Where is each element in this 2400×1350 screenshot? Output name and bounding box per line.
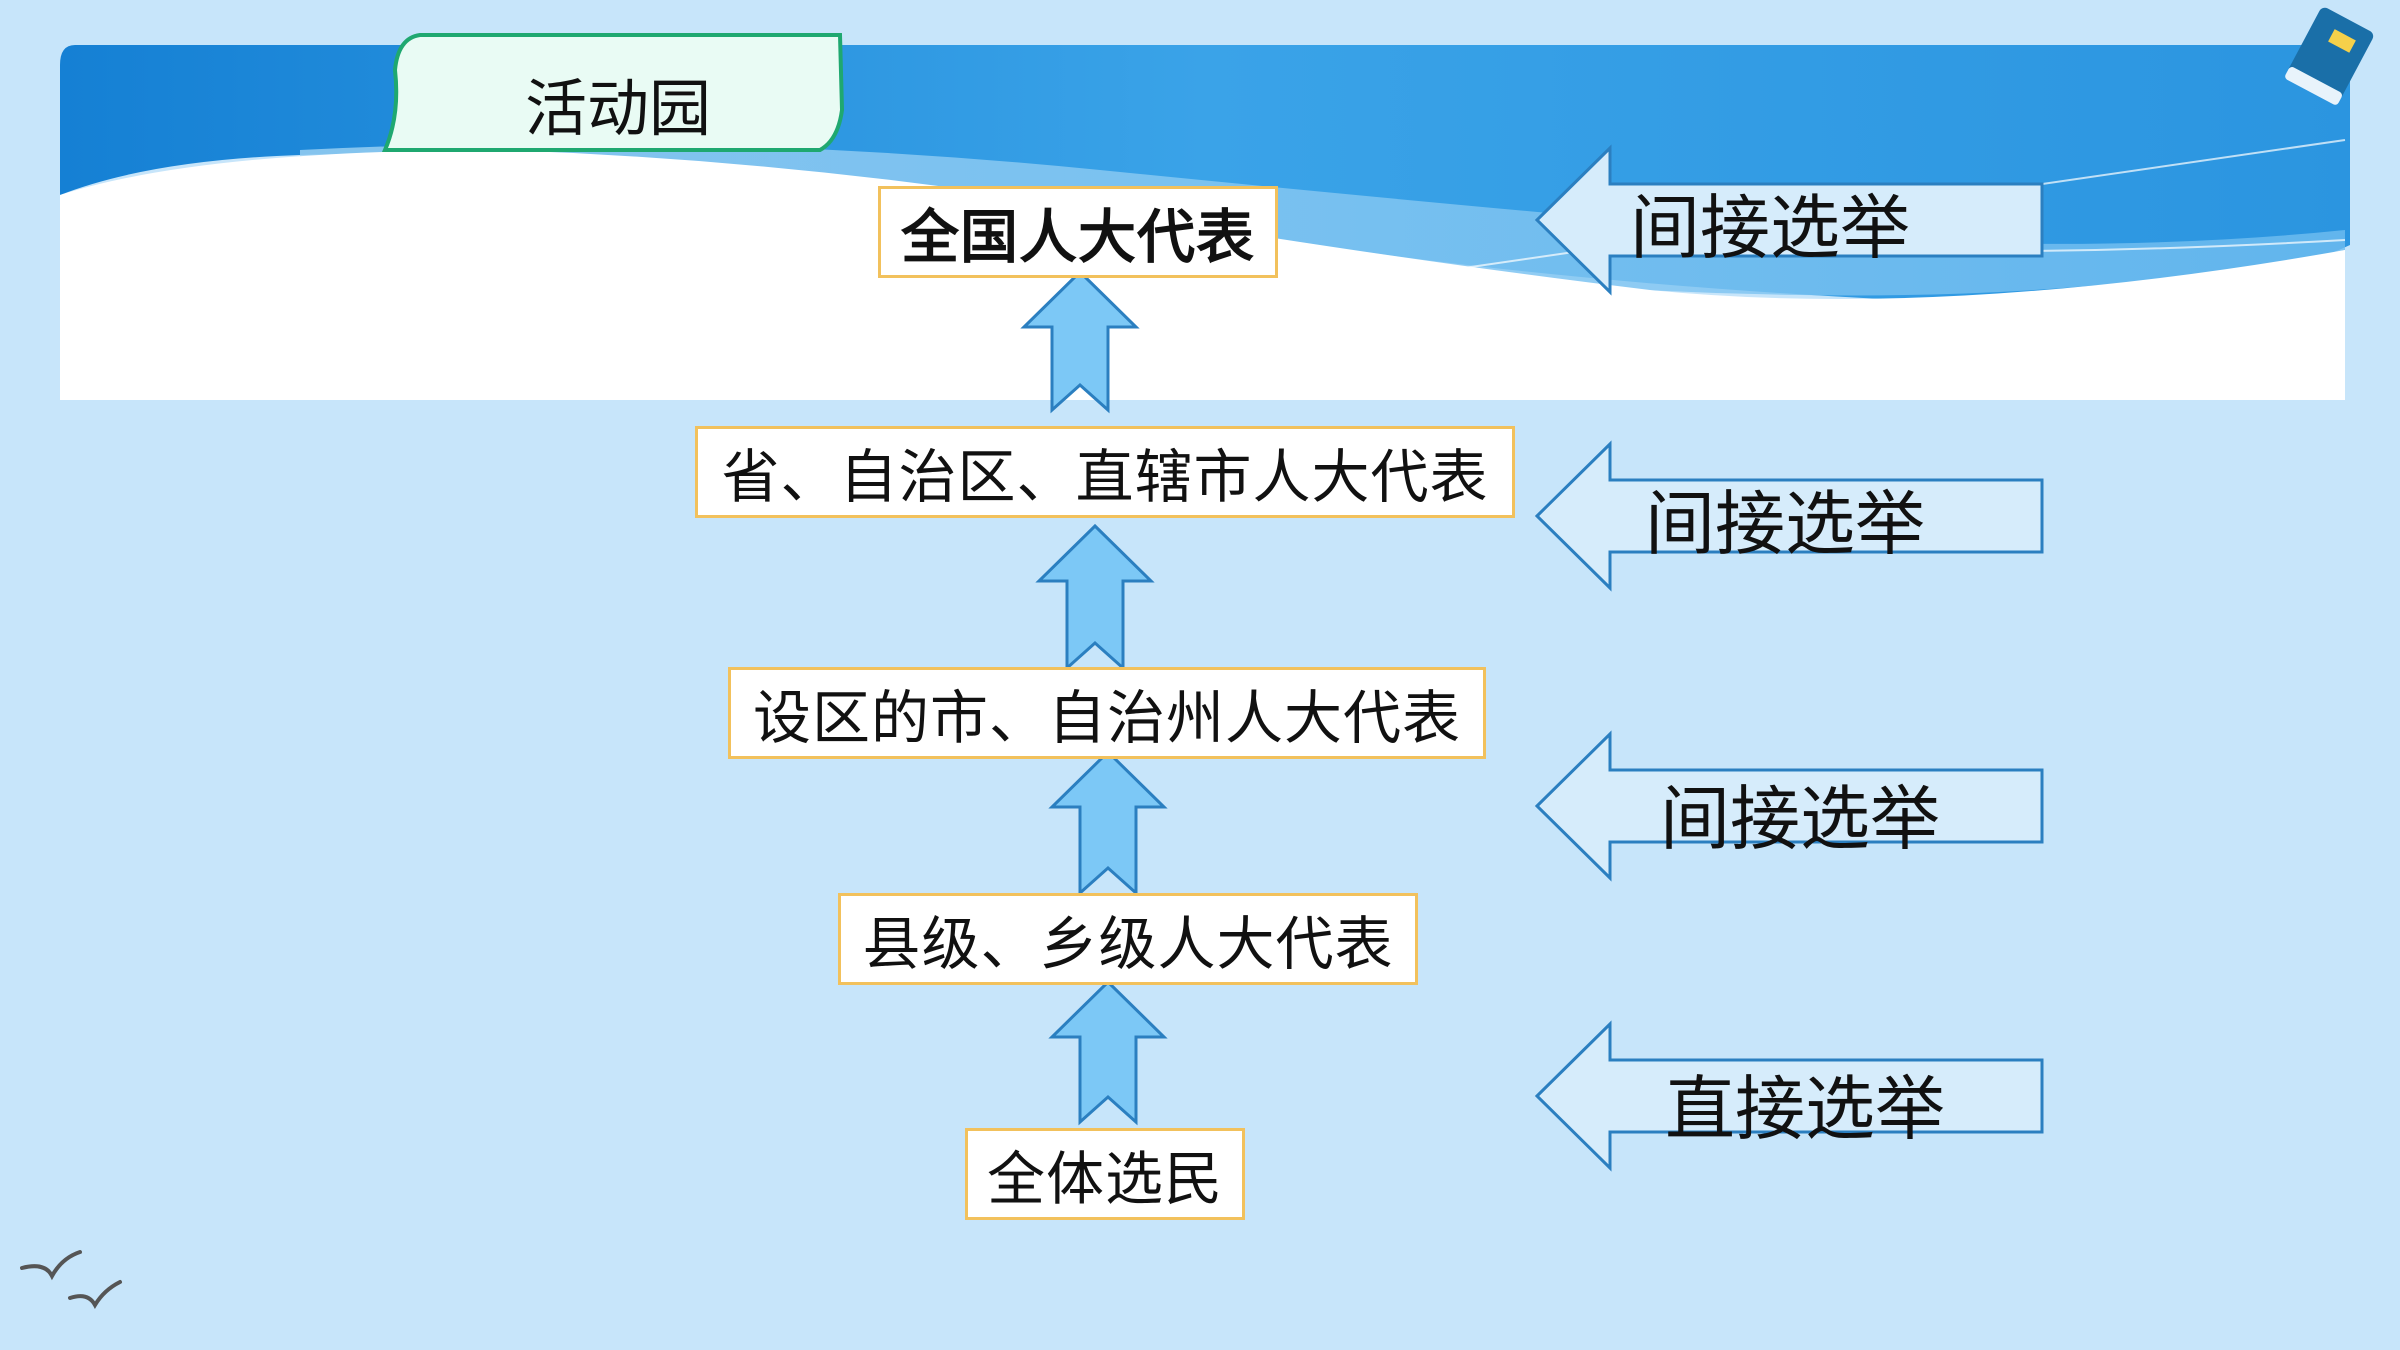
election-label-2: 间接选举: [1645, 483, 1925, 565]
up-arrow-1: [1020, 269, 1140, 414]
level-box-national: 全国人大代表: [878, 186, 1278, 278]
election-label-4: 直接选举: [1665, 1068, 1945, 1150]
activity-tab: [381, 33, 845, 152]
up-arrow-2: [1035, 523, 1155, 672]
side-arrows-group: [1534, 144, 2044, 1172]
election-label-3: 间接选举: [1660, 778, 1940, 860]
up-arrow-3: [1048, 749, 1168, 897]
up-arrows-group: [1020, 269, 1168, 1126]
up-arrow-4: [1048, 979, 1168, 1126]
left-arrow-3: [1534, 730, 2044, 882]
election-label-1: 间接选举: [1630, 187, 1910, 269]
tab-title: 活动园: [525, 72, 712, 145]
birds-icon: [20, 1250, 122, 1310]
left-arrow-2: [1534, 440, 2044, 592]
left-arrow-4: [1534, 1020, 2044, 1172]
book-icon: [2285, 7, 2374, 105]
level-box-county-township: 县级、乡级人大代表: [838, 893, 1418, 985]
left-arrow-1: [1534, 144, 2044, 296]
level-box-city: 设区的市、自治州人大代表: [728, 667, 1486, 759]
level-box-all-voters: 全体选民: [965, 1128, 1245, 1220]
level-box-provincial: 省、自治区、直辖市人大代表: [695, 426, 1515, 518]
